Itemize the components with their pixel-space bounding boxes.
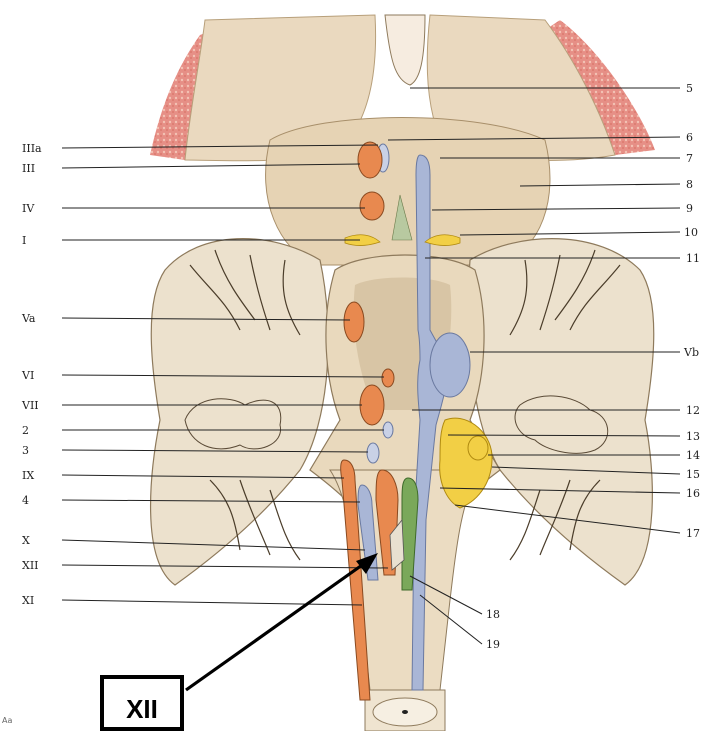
median-fissure — [385, 15, 425, 85]
right-cerebellum — [468, 239, 653, 585]
label-VII: VII — [21, 399, 39, 412]
label-III: III — [22, 162, 35, 175]
label-Va: Va — [21, 312, 36, 325]
vi-nucleus — [382, 369, 394, 387]
vb-nucleus — [430, 333, 470, 397]
va-nucleus — [344, 302, 364, 342]
label-19: 19 — [486, 638, 500, 651]
salivatory-nucleus-2 — [383, 422, 393, 438]
label-11: 11 — [686, 252, 700, 265]
label-16: 16 — [686, 487, 700, 500]
iv-nucleus — [360, 192, 384, 220]
label-8: 8 — [686, 178, 693, 191]
label-6: 6 — [686, 131, 693, 144]
label-10: 10 — [684, 226, 698, 239]
label-IV: IV — [22, 202, 35, 215]
label-I: I — [22, 234, 26, 247]
label-XI: XI — [22, 594, 34, 607]
label-XII: XII — [22, 559, 39, 572]
label-7: 7 — [686, 152, 693, 165]
callout-box: XII — [100, 675, 184, 731]
label-9: 9 — [686, 202, 693, 215]
label-4: 4 — [22, 494, 29, 507]
label-14: 14 — [686, 449, 700, 462]
label-15: 15 — [686, 468, 700, 481]
label-17: 17 — [686, 527, 700, 540]
corner-mark: Aa — [2, 716, 12, 725]
salivatory-nucleus-3 — [367, 443, 379, 463]
central-canal — [402, 710, 408, 714]
callout-label: XII — [126, 694, 158, 725]
yellow-nucleus-14 — [468, 436, 488, 460]
label-Vb: Vb — [683, 346, 699, 359]
iii-nucleus — [358, 142, 382, 178]
label-3: 3 — [22, 444, 29, 457]
label-18: 18 — [486, 608, 500, 621]
left-label-group: IIIa III IV I Va VI VII 2 3 IX 4 X XII X… — [21, 142, 42, 607]
label-IX: IX — [22, 469, 34, 482]
label-IIIa: IIIa — [22, 142, 42, 155]
label-VI: VI — [21, 369, 34, 382]
callout-arrow — [186, 553, 378, 690]
label-5: 5 — [686, 82, 693, 95]
left-cerebellum — [151, 239, 329, 585]
label-2: 2 — [22, 424, 29, 437]
label-X: X — [22, 534, 30, 547]
label-12: 12 — [686, 404, 700, 417]
label-13: 13 — [686, 430, 700, 443]
vii-nucleus — [360, 385, 384, 425]
